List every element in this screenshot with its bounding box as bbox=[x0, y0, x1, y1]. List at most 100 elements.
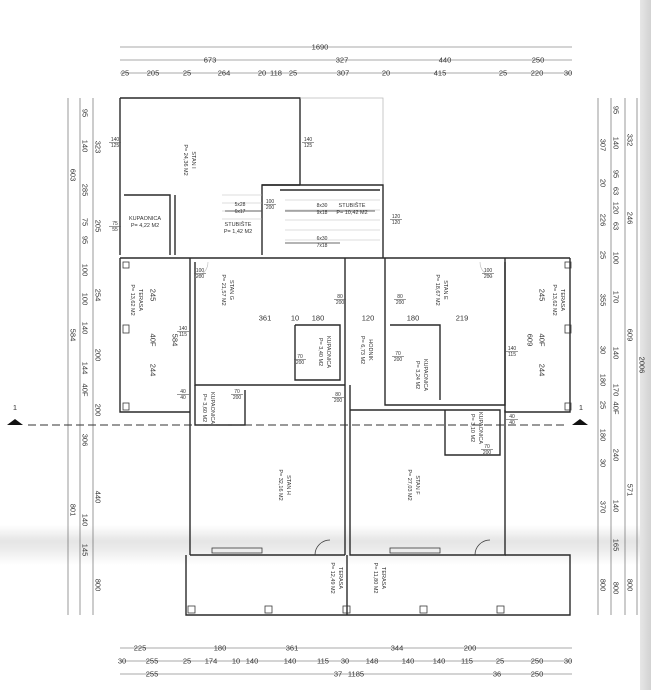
stair-spec: 9x18 bbox=[317, 210, 328, 216]
interior-dimension: 609 bbox=[526, 334, 535, 347]
dimension-label: 200 bbox=[94, 349, 103, 362]
room-area: P= 12,49 M2 bbox=[329, 562, 335, 593]
dimension-label: 20 bbox=[382, 69, 390, 78]
dimension-label: 25 bbox=[289, 69, 297, 78]
room-name: STAN F bbox=[414, 475, 420, 495]
dimension-label: 355 bbox=[599, 294, 608, 307]
dimension-label: 25 bbox=[599, 401, 608, 409]
dimension-label: 200 bbox=[464, 644, 477, 653]
section-marker-left-icon bbox=[7, 419, 23, 425]
room-name: TERASA bbox=[337, 567, 343, 589]
dimension-label: 30 bbox=[599, 346, 608, 354]
dimension-label: 180 bbox=[599, 429, 608, 442]
room-name: KUPAONICA bbox=[129, 216, 161, 222]
dimension-label: 307 bbox=[337, 69, 350, 78]
dimension-label: 205 bbox=[94, 220, 103, 233]
dimension-label: 95 bbox=[612, 170, 621, 178]
dimension-label: 40F bbox=[612, 402, 621, 415]
room-area: P= 10,42 M2 bbox=[336, 210, 367, 216]
dimension-label: 327 bbox=[336, 56, 349, 65]
interior-dimension: 584 bbox=[171, 334, 180, 347]
dimension-label: 800 bbox=[599, 579, 608, 592]
room-area: P= 1,42 M2 bbox=[224, 229, 252, 235]
interior-dimension: 120 bbox=[362, 314, 375, 323]
opening-size: 55 bbox=[112, 227, 118, 233]
room-name: STAN E bbox=[442, 280, 448, 300]
dimension-label: 36 bbox=[493, 670, 501, 679]
room-area: P= 18,67 M2 bbox=[434, 274, 440, 305]
dimension-label: 370 bbox=[599, 501, 608, 514]
dimension-label: 25 bbox=[121, 69, 129, 78]
dimension-label: 255 bbox=[146, 657, 159, 666]
opening-size: 70 bbox=[234, 389, 240, 395]
dimension-label: 800 bbox=[94, 579, 103, 592]
dimension-label: 264 bbox=[218, 69, 231, 78]
dimension-label: 140 bbox=[612, 347, 621, 360]
room-area: P= 27,03 M2 bbox=[406, 469, 412, 500]
dimension-label: 37 bbox=[334, 670, 342, 679]
dimension-label: 250 bbox=[531, 657, 544, 666]
opening-size: 125 bbox=[304, 143, 313, 149]
opening-size: 115 bbox=[179, 332, 187, 338]
dimension-label: 30 bbox=[599, 459, 608, 467]
page-edge bbox=[640, 0, 651, 690]
dimension-label: 344 bbox=[391, 644, 404, 653]
dimension-label: 609 bbox=[626, 329, 635, 342]
opening-size: 200 bbox=[396, 300, 405, 306]
dimension-label: 100 bbox=[612, 252, 621, 265]
room-name: STAN I bbox=[190, 151, 196, 169]
section-marker-right-icon bbox=[572, 419, 588, 425]
dimension-label: 95 bbox=[81, 236, 90, 244]
room-name: HODNIK bbox=[367, 339, 373, 361]
dimension-label: 25 bbox=[496, 657, 504, 666]
dimension-label: 140 bbox=[612, 137, 621, 150]
room-area: P= 3,60 M2 bbox=[201, 394, 207, 422]
dimension-label: 254 bbox=[94, 289, 103, 302]
dimension-label: 165 bbox=[612, 539, 621, 552]
room-name: STUBIŠTE bbox=[339, 202, 366, 209]
stair-spec: 7x18 bbox=[317, 243, 328, 249]
opening-size: 70 bbox=[395, 351, 401, 357]
opening-size: 140 bbox=[179, 326, 188, 332]
opening-size: 200 bbox=[336, 300, 345, 306]
dimension-label: 95 bbox=[81, 109, 90, 117]
section-line bbox=[7, 419, 588, 426]
dimension-label: 220 bbox=[531, 69, 544, 78]
dimension-label: 415 bbox=[434, 69, 447, 78]
opening-size: 125 bbox=[111, 143, 120, 149]
dimension-label: 140 bbox=[433, 657, 446, 666]
opening-size: 80 bbox=[335, 392, 341, 398]
dimension-label: 100 bbox=[81, 293, 90, 306]
dimension-label: 801 bbox=[69, 504, 78, 517]
dimension-label: 800 bbox=[626, 579, 635, 592]
dimension-label: 250 bbox=[532, 56, 545, 65]
room-name: KUPAONICA bbox=[422, 359, 428, 391]
opening-size: 140 bbox=[111, 137, 120, 143]
opening-size: 100 bbox=[484, 268, 493, 274]
dimension-label: 95 bbox=[612, 106, 621, 114]
interior-dimension: 361 bbox=[259, 314, 272, 323]
dimension-label: 25 bbox=[599, 251, 608, 259]
dimension-label: 255 bbox=[146, 670, 159, 679]
room-name: KUPAONICA bbox=[477, 412, 483, 444]
interior-dimension: 180 bbox=[312, 314, 325, 323]
dimension-label: 144 bbox=[81, 362, 90, 375]
opening-size: 200 bbox=[483, 450, 492, 456]
dimension-label: 20 bbox=[599, 179, 608, 187]
dimension-label: 140 bbox=[284, 657, 297, 666]
room-area: P= 3,40 M2 bbox=[317, 338, 323, 366]
dimension-label: 250 bbox=[531, 670, 544, 679]
dimension-label: 225 bbox=[134, 644, 147, 653]
opening-size: 200 bbox=[233, 395, 242, 401]
room-area: P= 21,57 M2 bbox=[220, 274, 226, 305]
scan-shadow-band bbox=[0, 525, 640, 565]
interior-dimension: 219 bbox=[456, 314, 469, 323]
room-name: TERASA bbox=[559, 289, 565, 311]
opening-size: 115 bbox=[508, 352, 516, 358]
opening-size: 200 bbox=[266, 205, 275, 211]
opening-size: 40 bbox=[180, 389, 186, 395]
dimension-label: 285 bbox=[81, 184, 90, 197]
room-area: P= 3,10 M2 bbox=[469, 414, 475, 442]
dimension-label: 120 bbox=[612, 202, 621, 215]
